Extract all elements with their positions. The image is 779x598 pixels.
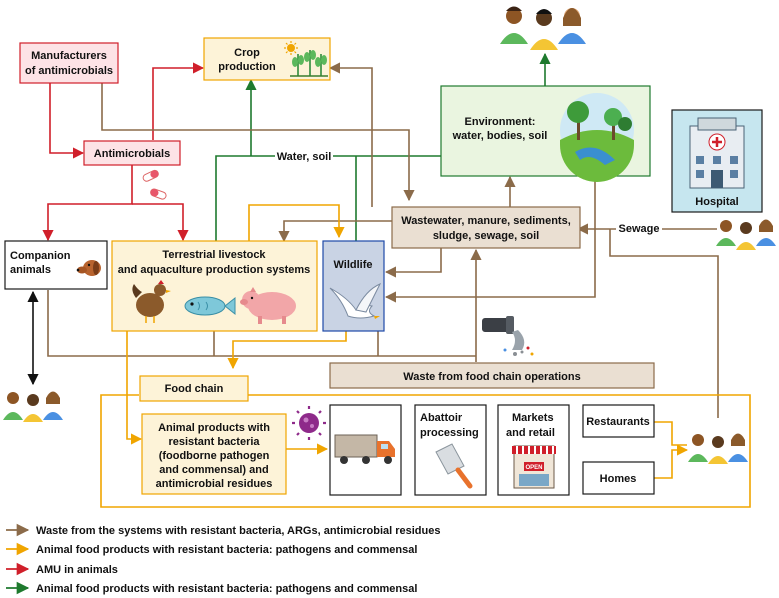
people-icon [688, 433, 748, 464]
hospital-label: Hospital [695, 196, 738, 208]
companion-label-2: animals [10, 264, 51, 276]
waste-food-chain-box: Waste from food chain operations [329, 362, 655, 389]
red-to-livestock [132, 203, 189, 242]
food-chain-box: Food chain [139, 375, 249, 402]
legend-item: Animal food products with resistant bact… [6, 581, 417, 595]
manufacturers-box: Manufacturers of antimicrobials [19, 42, 119, 84]
food-chain-label: Food chain [165, 383, 224, 395]
orange-homes-to-people [654, 444, 689, 479]
antimicrobials-label: Antimicrobials [94, 148, 170, 160]
homes-label: Homes [600, 473, 637, 485]
wastewater-label-1: Wastewater, manure, sediments, [401, 215, 571, 227]
fish-icon [184, 296, 236, 316]
green-water-soil-line [215, 155, 441, 241]
hospital-icon [689, 117, 745, 189]
legend-label: Animal food products with resistant bact… [36, 583, 417, 595]
red-antimicrobials-split [42, 165, 133, 242]
pig-icon [240, 287, 296, 324]
legend-item: Animal food products with resistant bact… [6, 542, 417, 556]
shop-icon: OPEN [512, 445, 556, 489]
restaurants-box: Restaurants [582, 404, 655, 438]
water-soil-label-bg [275, 150, 333, 163]
orange-restaurants-to-people [654, 421, 687, 446]
animal-products-box: Animal products with resistant bacteria … [141, 413, 287, 495]
antimicrobials-box: Antimicrobials [83, 140, 181, 166]
people-icon [716, 219, 776, 250]
abattoir-label-1: Abattoir [420, 412, 463, 424]
markets-label-2: and retail [506, 427, 555, 439]
cleaver-icon [435, 443, 473, 489]
truck-icon [334, 434, 395, 464]
people-icon [500, 6, 586, 50]
bacteria-icon [292, 406, 326, 440]
crop-box: Crop production [203, 37, 331, 81]
brown-manuf-to-wastewater [101, 82, 415, 202]
environment-label-2: water, bodies, soil [452, 130, 548, 142]
animal-products-label-3: (foodborne pathogen [159, 450, 270, 462]
water-soil-label: Water, soil [277, 151, 332, 163]
crop-label-1: Crop [234, 47, 260, 59]
dog-icon [76, 260, 101, 276]
pills-icon [142, 169, 167, 200]
restaurants-label: Restaurants [586, 416, 650, 428]
legend-label: Waste from the systems with resistant ba… [36, 525, 440, 537]
red-antimicrobials-to-crop [152, 62, 205, 140]
waste-food-chain-label: Waste from food chain operations [403, 371, 580, 383]
manufacturers-label-1: Manufacturers [31, 50, 107, 62]
tree-landscape-icon [560, 93, 634, 182]
legend-item: Waste from the systems with resistant ba… [6, 523, 440, 537]
animal-products-label-2: resistant bacteria [168, 436, 260, 448]
wastewater-box: Wastewater, manure, sediments, sludge, s… [391, 206, 581, 249]
homes-box: Homes [582, 461, 655, 495]
livestock-label-1: Terrestrial livestock [162, 249, 266, 261]
livestock-box: Terrestrial livestock and aquaculture pr… [111, 240, 318, 332]
livestock-label-2: and aquaculture production systems [118, 264, 311, 276]
legend-label: AMU in animals [36, 564, 118, 576]
orange-livestock-to-products [126, 331, 143, 445]
animal-products-label-5: antimicrobial residues [156, 478, 273, 490]
markets-label-1: Markets [512, 412, 554, 424]
companion-label-1: Companion [10, 250, 71, 262]
sun-icon [284, 41, 298, 55]
companion-box: Companion animals [4, 240, 108, 290]
orange-wildlife-to-foodchain [227, 331, 347, 370]
orange-livestock-to-wildlife [248, 204, 345, 241]
brown-wastewater-to-crop [328, 62, 373, 207]
crop-label-2: production [218, 61, 276, 73]
legend-label: Animal food products with resistant bact… [36, 544, 417, 556]
brown-env-to-wildlife [384, 174, 596, 303]
animal-products-label-4: and commensal) and [159, 464, 268, 476]
brown-sewage-down [609, 229, 719, 418]
open-sign-label: OPEN [525, 465, 542, 471]
legend: Waste from the systems with resistant ba… [6, 523, 440, 595]
brown-wastewater-to-livestock [278, 220, 392, 243]
chicken-icon [132, 280, 171, 323]
brown-waste-bottom-line [47, 290, 476, 357]
brown-wastewater-to-wildlife [384, 248, 442, 278]
sewage-label: Sewage [619, 223, 660, 235]
abattoir-label-2: processing [420, 427, 479, 439]
sewage-label-bg [616, 222, 662, 235]
wildlife-label: Wildlife [333, 259, 372, 271]
animal-products-label-1: Animal products with [158, 422, 270, 434]
environment-label-1: Environment: [465, 116, 536, 128]
abattoir-box: Abattoir processing [414, 404, 487, 496]
wastewater-label-2: sludge, sewage, soil [433, 230, 539, 242]
legend-item: AMU in animals [6, 562, 118, 576]
bird-icon [329, 283, 382, 319]
people-icon [3, 391, 63, 422]
connectors [27, 52, 751, 508]
plant-sprouts-icon [290, 50, 328, 77]
manufacturers-label-2: of antimicrobials [25, 65, 113, 77]
drain-pipe-icon [482, 316, 534, 356]
red-manuf-to-antimicrobials [49, 82, 85, 159]
orange-food-chain-frame [100, 394, 751, 508]
